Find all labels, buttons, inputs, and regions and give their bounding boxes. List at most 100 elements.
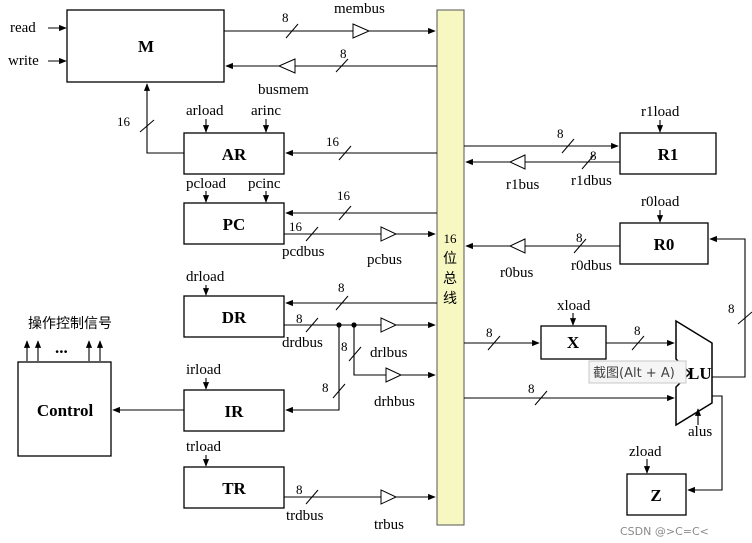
zload-label: zload bbox=[629, 444, 662, 460]
system-bus bbox=[436, 9, 465, 526]
busmem-width-slash bbox=[335, 58, 349, 73]
ar-to-m-wire bbox=[143, 83, 184, 154]
r1bus-label: r1bus bbox=[506, 177, 539, 193]
bus-to-dr-width: 8 bbox=[338, 280, 345, 295]
trbus-label: trbus bbox=[374, 517, 404, 533]
control-out-dots: ... bbox=[55, 338, 68, 357]
drdbus-width: 8 bbox=[296, 311, 303, 326]
write-label: write bbox=[8, 53, 39, 69]
alu-to-r0-width: 8 bbox=[728, 301, 735, 316]
membus-buffer bbox=[352, 23, 371, 39]
bus-to-dr-slash bbox=[335, 295, 349, 311]
register-r1-box bbox=[619, 132, 717, 175]
register-pc-box bbox=[183, 202, 285, 245]
register-r0-box bbox=[619, 222, 709, 265]
r1bus-buffer bbox=[508, 154, 526, 170]
bus-to-ar-slash bbox=[338, 145, 352, 161]
bus-to-x-slash bbox=[487, 335, 501, 351]
memory-m-label: M bbox=[138, 37, 154, 56]
read-label: read bbox=[10, 20, 36, 36]
alu-to-r0-wire bbox=[709, 235, 746, 378]
drhbus-label: drhbus bbox=[374, 394, 415, 410]
drlbus-label: drlbus bbox=[370, 345, 408, 361]
register-tr-label: TR bbox=[222, 479, 246, 498]
bus-to-pc-slash bbox=[338, 205, 352, 221]
ar-to-m-slash bbox=[139, 119, 155, 133]
bus-label-16: 16 bbox=[444, 231, 458, 246]
bus-to-alu-slash bbox=[534, 390, 548, 406]
register-z-box bbox=[626, 473, 687, 516]
bus-to-ar-width: 16 bbox=[326, 134, 340, 149]
drload-label: drload bbox=[186, 269, 225, 285]
register-x-label: X bbox=[567, 333, 580, 352]
bus-to-x-width: 8 bbox=[486, 325, 493, 340]
drhbus-buffer bbox=[385, 367, 403, 383]
membus-label: membus bbox=[334, 1, 385, 17]
r1dbus-width: 8 bbox=[590, 148, 597, 163]
pcload-label: pcload bbox=[186, 176, 226, 192]
alu-label: LU bbox=[688, 364, 712, 383]
control-outputs-label: 操作控制信号 bbox=[28, 316, 112, 332]
bus-label-wei: 位 bbox=[443, 251, 457, 267]
register-dr-box bbox=[183, 295, 285, 338]
register-z-label: Z bbox=[650, 486, 661, 505]
trdbus-width: 8 bbox=[296, 482, 303, 497]
drlbus-width: 8 bbox=[341, 339, 348, 354]
register-dr-label: DR bbox=[222, 308, 247, 327]
register-tr-box bbox=[183, 466, 285, 509]
bus-to-r1-slash bbox=[561, 138, 575, 154]
screenshot-tooltip bbox=[588, 360, 687, 384]
trdbus-label: trdbus bbox=[286, 508, 324, 524]
irload-label: irload bbox=[186, 362, 221, 378]
r0bus-buffer bbox=[508, 238, 526, 254]
alus-label: alus bbox=[688, 424, 712, 440]
dr-to-ir-wire bbox=[285, 325, 340, 414]
csdn-watermark: CSDN @>C=C< bbox=[620, 525, 709, 538]
r0dbus-slash bbox=[573, 238, 587, 254]
membus-width-slash bbox=[285, 23, 299, 39]
register-pc-label: PC bbox=[223, 215, 246, 234]
pcdbus-width: 16 bbox=[289, 219, 303, 234]
memory-m-box bbox=[66, 9, 225, 83]
x-to-alu-slash bbox=[631, 335, 645, 351]
drlbus-buffer bbox=[380, 317, 398, 333]
pcinc-label: pcinc bbox=[248, 176, 281, 192]
pcdbus-label: pcdbus bbox=[282, 244, 325, 260]
arinc-label: arinc bbox=[251, 103, 281, 119]
arload-label: arload bbox=[186, 103, 224, 119]
register-r1-label: R1 bbox=[658, 145, 679, 164]
bus-to-alu-width: 8 bbox=[528, 381, 535, 396]
xload-label: xload bbox=[557, 298, 591, 314]
drhbus-wire bbox=[353, 325, 436, 379]
busmem-label: busmem bbox=[258, 82, 309, 98]
trdbus-slash bbox=[305, 489, 319, 505]
control-unit-box bbox=[17, 361, 112, 457]
alu-to-z-wire bbox=[687, 395, 723, 494]
r1dbus-slash bbox=[581, 154, 595, 170]
control-unit-label: Control bbox=[37, 401, 94, 420]
r0dbus-width: 8 bbox=[576, 230, 583, 245]
membus-width: 8 bbox=[282, 10, 289, 25]
busmem-buffer bbox=[277, 58, 296, 74]
busmem-width: 8 bbox=[340, 46, 347, 61]
bus-label-xian: 线 bbox=[443, 291, 457, 307]
trbus-buffer bbox=[380, 489, 398, 505]
r0load-label: r0load bbox=[641, 194, 680, 210]
pcbus-buffer bbox=[380, 226, 398, 242]
register-ir-box bbox=[183, 389, 285, 432]
trload-label: trload bbox=[186, 439, 221, 455]
screenshot-tooltip-text: 截图(Alt + A) bbox=[593, 366, 675, 381]
r1load-label: r1load bbox=[641, 104, 680, 120]
dr-to-ir-slash bbox=[332, 383, 346, 399]
pcbus-label: pcbus bbox=[367, 252, 402, 268]
ar-to-m-width: 16 bbox=[117, 114, 131, 129]
drdbus-label: drdbus bbox=[282, 335, 323, 351]
drdbus-slash bbox=[305, 317, 319, 333]
r0bus-label: r0bus bbox=[500, 265, 533, 281]
bus-label-zong: 总 bbox=[443, 271, 457, 287]
x-to-alu-width: 8 bbox=[634, 323, 641, 338]
drlbus-slash bbox=[348, 346, 362, 362]
register-ar-label: AR bbox=[222, 145, 247, 164]
